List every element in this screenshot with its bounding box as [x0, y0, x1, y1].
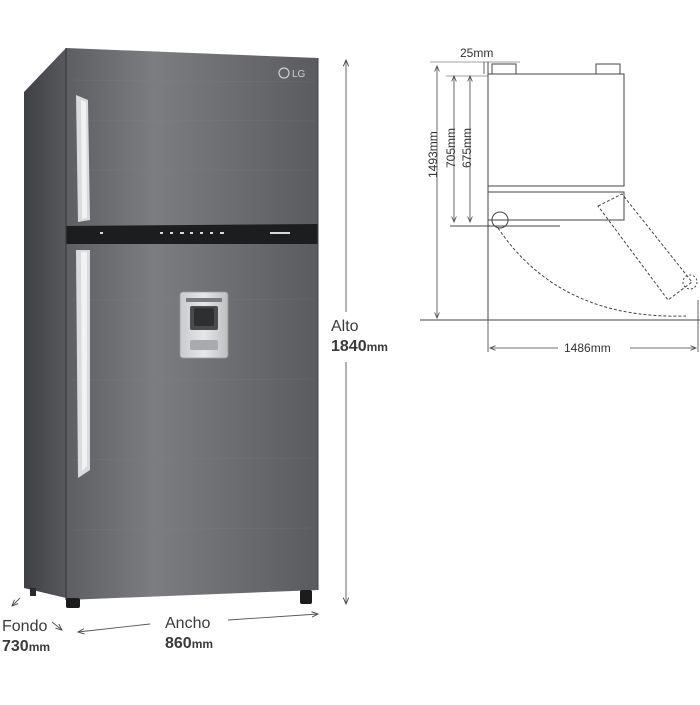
water-dispenser: [179, 291, 229, 359]
fridge-side-panel: [24, 48, 66, 598]
front-left-foot: [66, 598, 80, 608]
front-right-foot: [300, 590, 312, 604]
swing-arc: [497, 227, 687, 317]
brand-text: LG: [292, 69, 306, 80]
depth-dimension-line: [12, 597, 62, 630]
depth-a-label: 705mm: [444, 127, 458, 168]
depth-total-label: 1493mm: [426, 131, 440, 178]
width-value: 860mm: [165, 635, 214, 652]
door-swing-diagram: [420, 61, 700, 352]
hinge-pivot: [491, 211, 509, 229]
height-label: Alto: [331, 318, 359, 335]
refrigerator-door: [66, 244, 318, 600]
swing-width-label: 1486mm: [564, 341, 611, 355]
fridge-section-outline: [487, 191, 625, 221]
freezer-handle: [76, 95, 90, 222]
depth-b-label: 675mm: [460, 127, 474, 168]
rear-foot: [30, 588, 36, 596]
refrigerator-handle: [76, 250, 90, 478]
width-label: Ancho: [165, 615, 211, 632]
lg-logo: LG: [278, 67, 306, 80]
freezer-section-outline: [487, 73, 625, 187]
height-value: 1840mm: [331, 338, 388, 355]
top-clearance-label: 25mm: [460, 46, 494, 60]
open-door-pivot: [682, 274, 698, 290]
depth-value: 730mm: [2, 638, 51, 655]
top-hinge-right: [595, 63, 621, 75]
open-door-dashed: [597, 193, 693, 301]
freezer-door: [66, 48, 318, 228]
width-dimension-line: [78, 614, 318, 632]
refrigerator-illustration: LG: [24, 48, 319, 608]
control-panel-indicators: [100, 232, 290, 234]
top-hinge-left: [491, 63, 517, 75]
depth-label: Fondo: [2, 618, 48, 635]
